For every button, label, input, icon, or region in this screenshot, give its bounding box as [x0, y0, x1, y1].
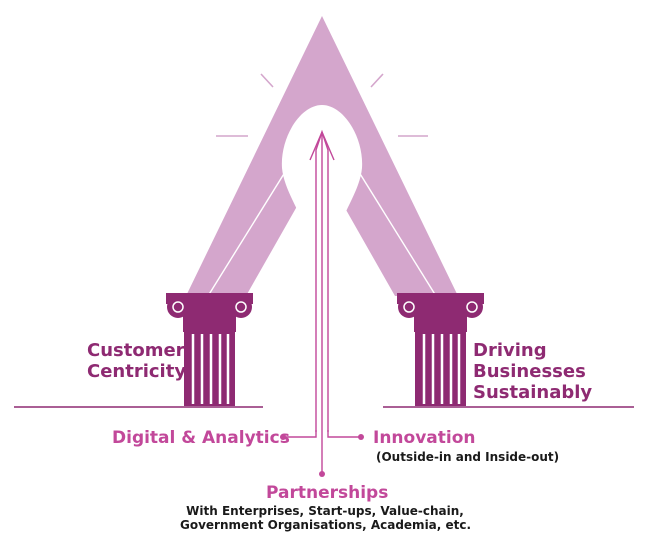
customer-centricity-line-1: Customer	[87, 340, 185, 361]
pillar-icon	[397, 293, 484, 406]
partnerships-sub-label: With Enterprises, Start-ups, Value-chain…	[180, 504, 472, 532]
digital-analytics-label: Digital & Analytics	[112, 428, 290, 448]
arrow-up-icon	[283, 129, 361, 474]
partnerships-label: Partnerships	[266, 483, 389, 503]
driving-businesses-line-1: Driving	[473, 340, 547, 361]
customer-centricity-label: Customer Centricity	[87, 340, 186, 382]
driving-businesses-line-3: Sustainably	[473, 382, 593, 403]
driving-businesses-label: Driving Businesses Sustainably	[473, 340, 592, 403]
innovation-label: Innovation	[373, 428, 476, 448]
connector-dot-partnerships	[319, 471, 325, 477]
connector-dot-digital	[280, 434, 286, 440]
innovation-sub-label: (Outside-in and Inside-out)	[376, 450, 560, 464]
partnerships-sub-line-1: With Enterprises, Start-ups, Value-chain…	[186, 504, 464, 518]
light-rays	[216, 73, 428, 137]
customer-centricity-line-2: Centricity	[87, 361, 187, 382]
partnerships-sub-line-2: Government Organisations, Academia, etc.	[180, 518, 472, 532]
a-inner-lines	[207, 147, 437, 297]
driving-businesses-line-2: Businesses	[473, 361, 586, 382]
connector-dot-innovation	[358, 434, 364, 440]
